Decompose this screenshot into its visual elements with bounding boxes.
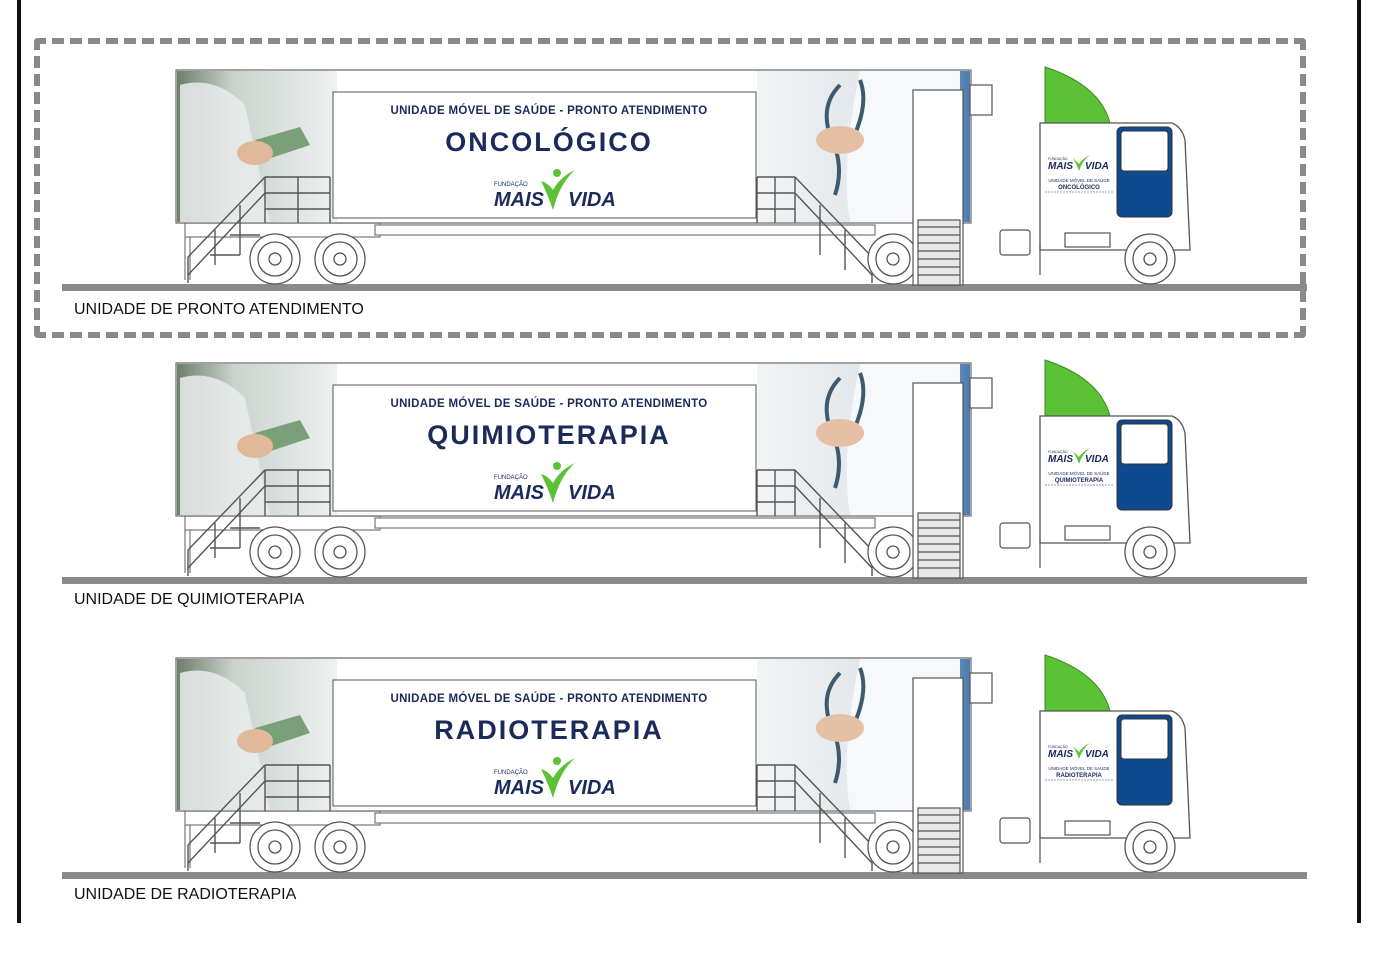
svg-text:MAIS: MAIS <box>1048 161 1073 172</box>
svg-text:VIDA: VIDA <box>1085 454 1109 465</box>
unit-caption: UNIDADE DE RADIOTERAPIA <box>74 886 297 903</box>
svg-text:MAIS: MAIS <box>1048 454 1073 465</box>
sign-title: RADIOTERAPIA <box>434 715 664 745</box>
cab-wheel <box>1124 526 1176 578</box>
highlight-dashed-frame <box>34 38 1306 338</box>
cab-logo: FUNDAÇÃO MAIS VIDA <box>1048 448 1109 465</box>
center-sign-panel <box>332 91 757 219</box>
svg-text:FUNDAÇÃO: FUNDAÇÃO <box>494 474 528 481</box>
truck-unit-1: UNIDADE MÓVEL DE SAÚDE - PRONTO ATENDIME… <box>0 65 1399 370</box>
svg-text:FUNDAÇÃO: FUNDAÇÃO <box>1048 744 1068 749</box>
cab-window <box>1120 718 1169 760</box>
right-staircase <box>756 764 873 871</box>
svg-text:VIDA: VIDA <box>568 189 616 211</box>
sign-header: UNIDADE MÓVEL DE SAÚDE - PRONTO ATENDIME… <box>390 397 707 410</box>
cab-title: ONCOLÓGICO <box>1058 183 1100 191</box>
cab-header: UNIDADE MÓVEL DE SAÚDE <box>1048 177 1109 183</box>
left-staircase <box>187 469 331 576</box>
svg-text:FUNDAÇÃO: FUNDAÇÃO <box>1048 449 1068 454</box>
truck-drawing: UNIDADE MÓVEL DE SAÚDE - PRONTO ATENDIME… <box>62 359 1307 584</box>
trailer-body: UNIDADE MÓVEL DE SAÚDE - PRONTO ATENDIME… <box>175 69 972 224</box>
ground-line <box>62 577 1307 584</box>
entry-door-ramp <box>912 377 993 579</box>
left-staircase <box>187 764 331 871</box>
mais-vida-logo: FUNDAÇÃO MAIS VIDA <box>494 169 616 211</box>
doctor-coat-left <box>180 375 270 515</box>
svg-text:VIDA: VIDA <box>568 777 616 799</box>
truck-unit-2: UNIDADE MÓVEL DE SAÚDE - PRONTO ATENDIME… <box>0 358 1399 663</box>
svg-text:FUNDAÇÃO: FUNDAÇÃO <box>494 769 528 776</box>
sign-header: UNIDADE MÓVEL DE SAÚDE - PRONTO ATENDIME… <box>390 104 707 117</box>
cab-header: UNIDADE MÓVEL DE SAÚDE <box>1048 765 1109 771</box>
center-sign-panel <box>332 679 757 807</box>
trailer-wheels <box>249 821 919 873</box>
trailer-wheels <box>249 233 919 285</box>
cab-wheel <box>1124 233 1176 285</box>
cab-wheel <box>1124 821 1176 873</box>
cab-window <box>1120 423 1169 465</box>
unit-caption: UNIDADE DE QUIMIOTERAPIA <box>74 591 305 608</box>
ground-line <box>62 872 1307 879</box>
sign-header: UNIDADE MÓVEL DE SAÚDE - PRONTO ATENDIME… <box>390 692 707 705</box>
sign-title: ONCOLÓGICO <box>445 126 653 157</box>
tractor-cab: FUNDAÇÃO MAIS VIDA UNIDADE MÓVEL DE SAÚD… <box>999 66 1191 285</box>
entry-door-ramp <box>912 84 993 286</box>
truck-drawing: UNIDADE MÓVEL DE SAÚDE - PRONTO ATENDIME… <box>62 654 1307 879</box>
trailer-wheels <box>249 526 919 578</box>
doctor-coat-left <box>180 670 270 810</box>
entry-door-ramp <box>912 672 993 874</box>
cab-logo: FUNDAÇÃO MAIS VIDA <box>1048 743 1109 760</box>
svg-text:FUNDAÇÃO: FUNDAÇÃO <box>494 181 528 188</box>
hand-left <box>237 729 273 753</box>
mais-vida-logo: FUNDAÇÃO MAIS VIDA <box>494 462 616 504</box>
svg-text:MAIS: MAIS <box>494 777 545 799</box>
hand-left <box>237 434 273 458</box>
cab-header: UNIDADE MÓVEL DE SAÚDE <box>1048 470 1109 476</box>
center-sign-panel <box>332 384 757 512</box>
tractor-cab: FUNDAÇÃO MAIS VIDA UNIDADE MÓVEL DE SAÚD… <box>999 359 1191 578</box>
svg-text:MAIS: MAIS <box>1048 749 1073 760</box>
svg-text:FUNDAÇÃO: FUNDAÇÃO <box>1048 156 1068 161</box>
svg-text:VIDA: VIDA <box>1085 161 1109 172</box>
hand-left <box>237 141 273 165</box>
right-border-line <box>1357 0 1361 923</box>
sign-title: QUIMIOTERAPIA <box>427 420 671 450</box>
right-staircase <box>756 176 873 283</box>
cab-title: QUIMIOTERAPIA <box>1055 478 1104 484</box>
trailer-body: UNIDADE MÓVEL DE SAÚDE - PRONTO ATENDIME… <box>175 362 972 517</box>
truck-unit-3: UNIDADE MÓVEL DE SAÚDE - PRONTO ATENDIME… <box>0 653 1399 958</box>
truck-drawing: UNIDADE MÓVEL DE SAÚDE - PRONTO ATENDIME… <box>62 66 1307 291</box>
hand-right <box>816 714 864 742</box>
left-border-line <box>17 0 21 923</box>
trailer-body: UNIDADE MÓVEL DE SAÚDE - PRONTO ATENDIME… <box>175 657 972 812</box>
hand-right <box>816 419 864 447</box>
doctor-coat-left <box>180 82 270 222</box>
ground-line <box>62 284 1307 291</box>
hand-right <box>816 126 864 154</box>
svg-text:MAIS: MAIS <box>494 189 545 211</box>
cab-window <box>1120 130 1169 172</box>
unit-caption: UNIDADE DE PRONTO ATENDIMENTO <box>74 301 364 318</box>
mais-vida-logo: FUNDAÇÃO MAIS VIDA <box>494 757 616 799</box>
svg-text:VIDA: VIDA <box>568 482 616 504</box>
svg-text:VIDA: VIDA <box>1085 749 1109 760</box>
cab-green-deflector <box>1044 359 1111 417</box>
cab-green-deflector <box>1044 66 1111 124</box>
cab-green-deflector <box>1044 654 1111 712</box>
cab-logo: FUNDAÇÃO MAIS VIDA <box>1048 155 1109 172</box>
svg-text:MAIS: MAIS <box>494 482 545 504</box>
tractor-cab: FUNDAÇÃO MAIS VIDA UNIDADE MÓVEL DE SAÚD… <box>999 654 1191 873</box>
left-staircase <box>187 176 331 283</box>
cab-title: RADIOTERAPIA <box>1056 773 1102 779</box>
